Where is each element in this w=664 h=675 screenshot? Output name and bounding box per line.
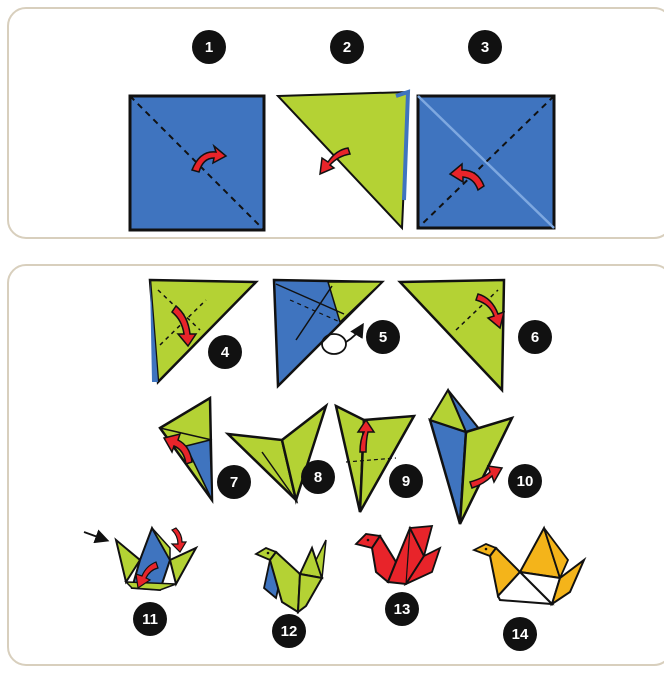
step-14-badge: 14 (503, 617, 537, 651)
step-9-badge: 9 (389, 464, 423, 498)
step-2-diagram (275, 89, 411, 231)
step-9-diagram (334, 403, 417, 513)
step-4-badge: 4 (208, 335, 242, 369)
bottom-panel-frame (7, 264, 664, 666)
step-3-number: 3 (481, 39, 489, 56)
step-8-diagram (224, 402, 329, 505)
step-13-number: 13 (394, 601, 411, 618)
step-6-badge: 6 (518, 320, 552, 354)
step-2-badge: 2 (330, 30, 364, 64)
step-12-diagram (254, 539, 327, 615)
step-3-badge: 3 (468, 30, 502, 64)
step-7-badge: 7 (217, 465, 251, 499)
step-9-number: 9 (402, 473, 410, 490)
step-14-number: 14 (512, 626, 529, 643)
step-8-number: 8 (314, 469, 322, 486)
step-11-diagram (83, 525, 199, 592)
step-5-diagram (272, 278, 385, 389)
step-12-badge: 12 (272, 614, 306, 648)
step-6-number: 6 (531, 329, 539, 346)
step-5-badge: 5 (366, 320, 400, 354)
step-8-badge: 8 (301, 460, 335, 494)
step-4-diagram (148, 278, 259, 385)
step-11-number: 11 (142, 611, 158, 628)
step-7-diagram (158, 395, 214, 504)
step-1-number: 1 (205, 39, 213, 56)
step-4-number: 4 (221, 344, 230, 361)
step-13-diagram (354, 524, 442, 587)
step-13-badge: 13 (385, 592, 419, 626)
step-14-diagram (471, 525, 587, 607)
step-10-number: 10 (517, 473, 534, 490)
step-5-number: 5 (379, 329, 387, 346)
step-3-diagram (416, 94, 556, 230)
step-2-number: 2 (343, 39, 351, 56)
top-panel-frame (7, 7, 664, 239)
step-1-badge: 1 (192, 30, 226, 64)
step-10-badge: 10 (508, 464, 542, 498)
step-6-diagram (397, 278, 506, 394)
step-12-number: 12 (281, 623, 298, 640)
step-10-diagram (428, 387, 515, 525)
step-11-badge: 11 (133, 602, 167, 636)
step-7-number: 7 (230, 474, 238, 491)
step-1-diagram (128, 94, 266, 232)
